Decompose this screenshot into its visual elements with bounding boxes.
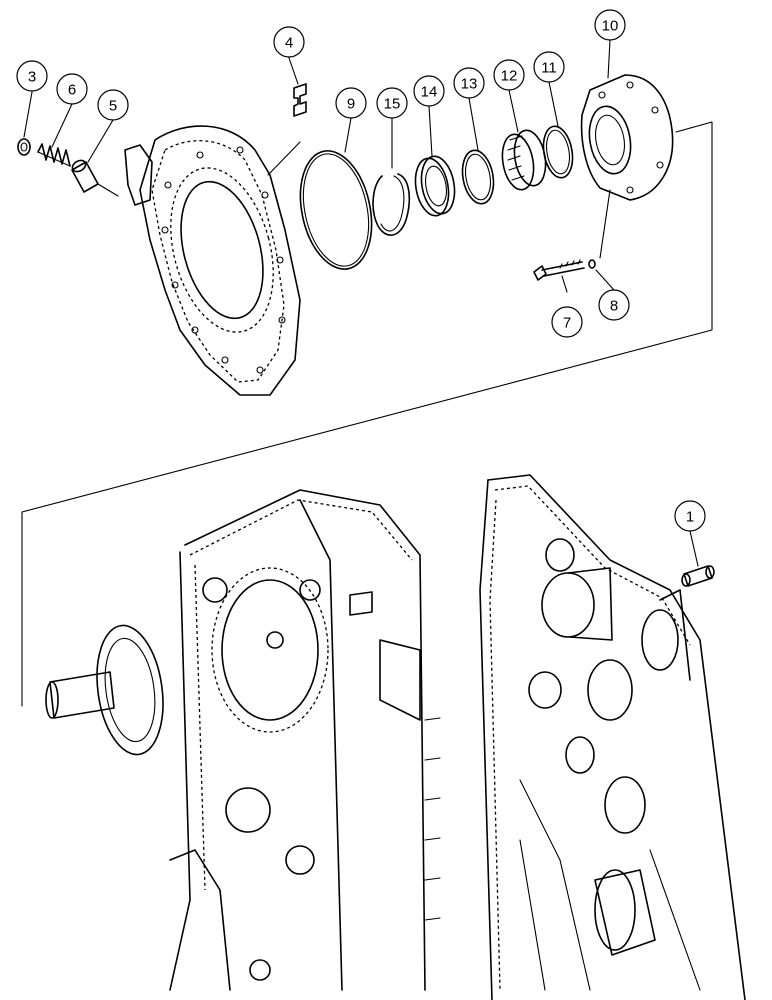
callout-12: 12: [493, 59, 525, 91]
pump-housing-part-10: [580, 74, 674, 201]
callout-6-label: 6: [68, 82, 76, 99]
callout-10-label: 10: [602, 18, 619, 35]
spring-part-6: [37, 143, 71, 167]
transmission-case-left: [169, 489, 441, 991]
callout-5-label: 5: [109, 98, 117, 115]
callout-4-label: 4: [285, 35, 293, 52]
clip-part-4: [293, 83, 307, 117]
callout-12-label: 12: [501, 68, 518, 85]
dowel-pin-part-1: [681, 565, 715, 587]
seal-part-14: [414, 155, 456, 217]
callout-15: 15: [376, 87, 408, 119]
callout-13-label: 13: [461, 76, 478, 93]
pump-drive-plate: [45, 624, 164, 756]
callout-5: 5: [97, 89, 129, 121]
housing-cover: [124, 125, 301, 396]
snap-ring-part-15: [372, 173, 411, 236]
plug-part-3: [17, 138, 31, 156]
housing-bolt-holes: [161, 146, 286, 374]
callout-7: 7: [551, 306, 583, 338]
callout-11: 11: [533, 51, 565, 83]
ring-part-13: [461, 149, 495, 205]
bolt-part-7: [533, 259, 585, 281]
assembly-boundary-lines: [21, 121, 713, 707]
callout-10: 10: [594, 9, 626, 41]
callout-7-label: 7: [563, 315, 571, 332]
callout-1-label: 1: [686, 509, 694, 526]
bearing-part-12: [501, 129, 547, 191]
transmission-case-right: [479, 474, 746, 1000]
callout-6: 6: [56, 73, 88, 105]
callout-14: 14: [413, 75, 445, 107]
callout-1: 1: [674, 500, 706, 532]
small-o-ring-part-8: [588, 259, 596, 269]
callout-8-label: 8: [610, 298, 618, 315]
callout-9-label: 9: [347, 96, 355, 113]
ring-part-11: [542, 125, 574, 179]
callout-11-label: 11: [541, 60, 557, 77]
callout-3-label: 3: [28, 69, 36, 86]
leader-lines: [23, 39, 699, 567]
callout-9: 9: [335, 87, 367, 119]
callout-13: 13: [453, 67, 485, 99]
valve-part-5: [71, 159, 119, 197]
callout-15-label: 15: [384, 96, 401, 113]
callout-4: 4: [273, 26, 305, 58]
callout-3: 3: [16, 60, 48, 92]
callout-8: 8: [598, 289, 630, 321]
o-ring-part-9: [299, 150, 373, 270]
callout-14-label: 14: [421, 84, 438, 101]
